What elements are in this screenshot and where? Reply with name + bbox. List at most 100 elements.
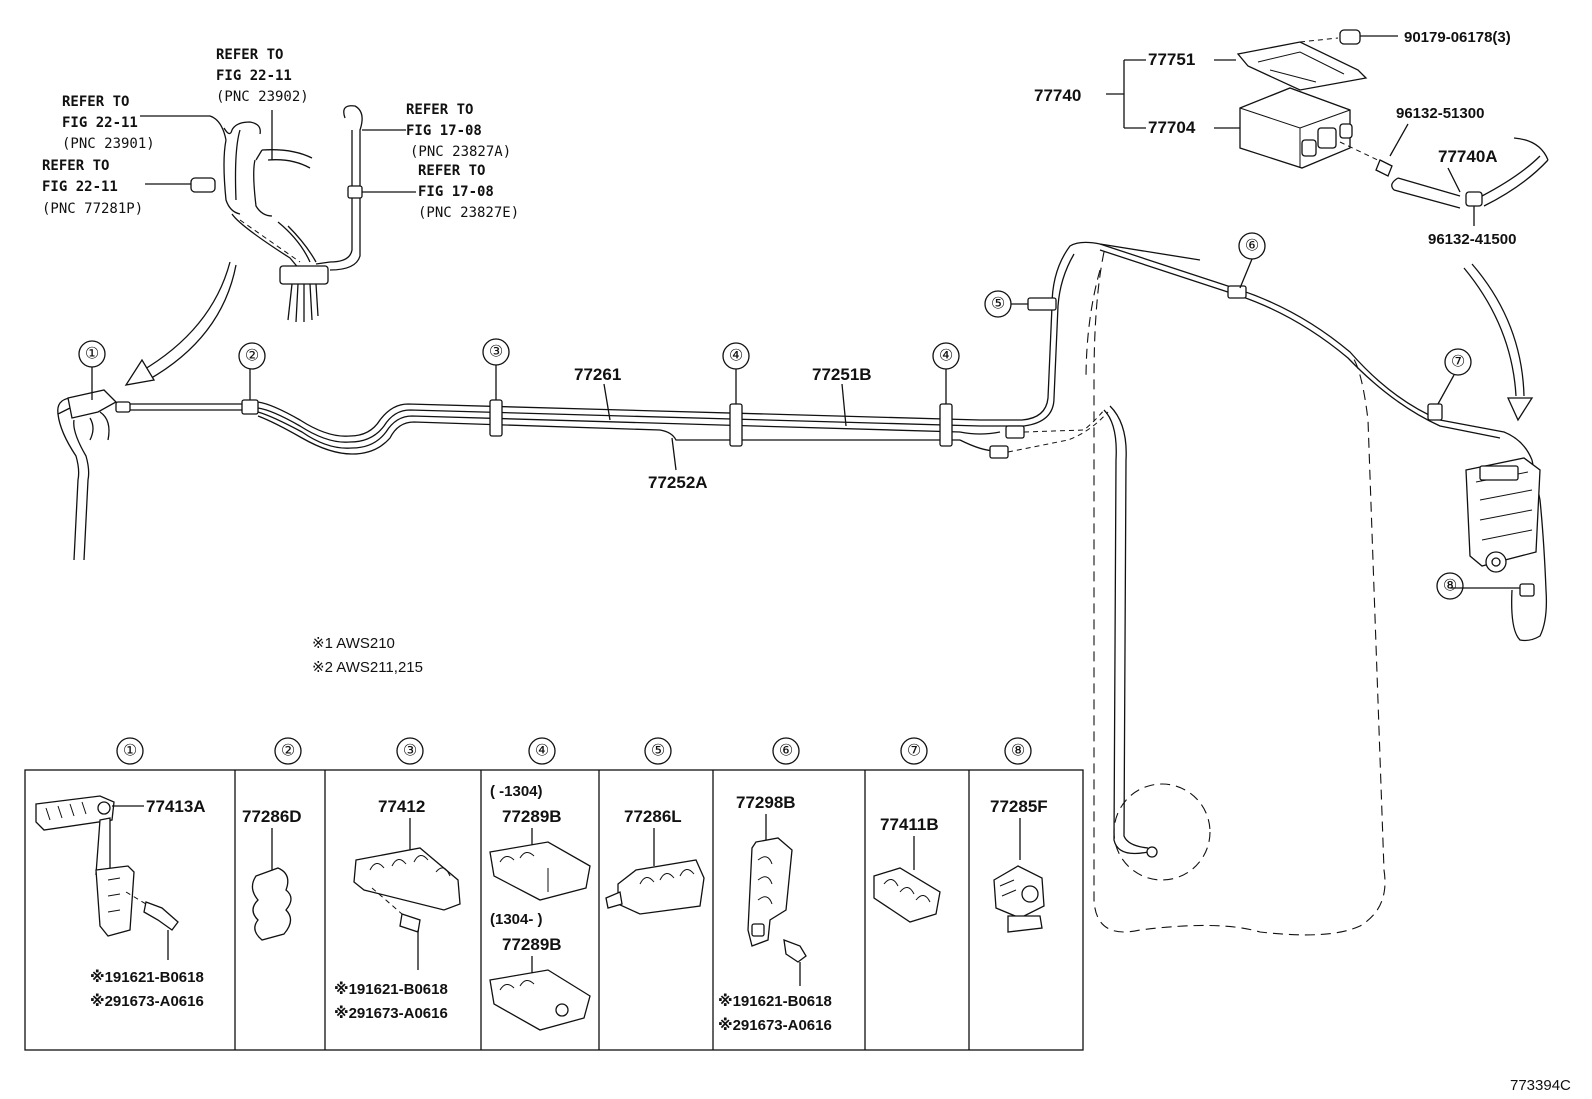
callout-3[interactable]: ③ — [482, 338, 510, 437]
clip-icon — [873, 867, 941, 923]
callout-text: ① — [85, 346, 99, 363]
clip-icon — [353, 847, 461, 911]
header-1: ① — [123, 743, 137, 760]
part-77286d: 77286D — [242, 807, 302, 826]
header-7: ⑦ — [907, 743, 921, 760]
note-bolt-1: ※191621-B0618 — [90, 968, 204, 986]
ref-line: (PNC 77281P) — [42, 201, 143, 217]
note-bolt-2: ※291673-A0616 — [718, 1016, 832, 1034]
part-77285f: 77285F — [990, 797, 1048, 816]
canister-group[interactable]: 77740 77751 77704 90179-06178(3) 96132-5… — [1034, 29, 1549, 248]
ref-line: REFER TO — [406, 102, 473, 118]
legend-cell-8[interactable]: 77285F — [990, 797, 1048, 933]
legend-cell-2[interactable]: 77286D — [242, 807, 302, 941]
callout-text: ④ — [729, 348, 743, 365]
part-77289b-a: 77289B — [502, 807, 562, 826]
header-2: ② — [281, 743, 295, 760]
header-5: ⑤ — [651, 743, 665, 760]
legend-cell-6[interactable]: 77298B ※191621-B0618 ※291673-A0616 — [718, 793, 832, 1034]
legend-cell-5[interactable]: 77286L — [605, 807, 705, 915]
callout-7[interactable]: ⑦ — [1437, 348, 1472, 405]
ref-line: (PNC 23827E) — [418, 205, 519, 221]
refer-to-23901[interactable]: REFER TO FIG 22-11 (PNC 23901) — [62, 94, 155, 152]
label-77704: 77704 — [1148, 118, 1196, 137]
bracket-icon — [747, 837, 793, 947]
figure-id: 773394C — [1510, 1077, 1571, 1094]
callout-4a[interactable]: ④ — [722, 342, 750, 447]
refer-to-23827a[interactable]: REFER TO FIG 17-08 (PNC 23827A) — [406, 102, 511, 160]
ref-line: REFER TO — [216, 47, 283, 63]
note-bolt-1: ※191621-B0618 — [718, 992, 832, 1010]
label-clip-b: 96132-41500 — [1428, 231, 1516, 248]
label-77740: 77740 — [1034, 86, 1081, 105]
ref-line: (PNC 23827A) — [410, 144, 511, 160]
ref-line: REFER TO — [62, 94, 129, 110]
ref-line: (PNC 23902) — [216, 89, 309, 105]
callout-text: ⑧ — [1443, 578, 1457, 595]
legend-cell-4[interactable]: ( -1304) 77289B (1304- ) 77289B — [489, 783, 591, 1031]
canister-plate-icon — [1236, 41, 1368, 91]
fuel-tank-outline — [1085, 251, 1386, 936]
ref-line: REFER TO — [42, 158, 109, 174]
arrow-right-curve — [1463, 263, 1534, 422]
callout-text: ② — [245, 348, 259, 365]
note-bolt-1: ※191621-B0618 — [334, 980, 448, 998]
note-aws210: ※1 AWS210 — [312, 635, 395, 652]
main-fuel-lines — [57, 241, 1533, 881]
clip-icon — [993, 865, 1045, 919]
clip-icon — [251, 867, 292, 941]
callout-4b[interactable]: ④ — [932, 342, 960, 447]
upper-hose-assembly — [140, 105, 416, 323]
callout-1[interactable]: ① — [78, 340, 106, 400]
header-6: ⑥ — [779, 743, 793, 760]
label-77252a: 77252A — [648, 473, 708, 492]
callout-text: ⑤ — [991, 296, 1005, 313]
callout-markers: ① ② ③ ④ ④ ⑤ — [78, 232, 1472, 600]
fuel-pump-assembly — [1450, 457, 1548, 642]
ref-line: FIG 22-11 — [62, 115, 138, 131]
bolt-icon — [399, 913, 421, 933]
callout-text: ④ — [939, 348, 953, 365]
legend-cell-7[interactable]: 77411B — [873, 815, 941, 923]
header-4: ④ — [535, 743, 549, 760]
part-77412: 77412 — [378, 797, 425, 816]
label-clip-a: 96132-51300 — [1396, 105, 1484, 122]
header-3: ③ — [403, 743, 417, 760]
note-bolt-2: ※291673-A0616 — [90, 992, 204, 1010]
part-77286l: 77286L — [624, 807, 682, 826]
callout-2[interactable]: ② — [238, 342, 266, 400]
part-77413a: 77413A — [146, 797, 206, 816]
label-nut: 90179-06178(3) — [1404, 29, 1511, 46]
clip-icon — [489, 969, 591, 1031]
callout-5[interactable]: ⑤ — [984, 290, 1028, 318]
label-77751: 77751 — [1148, 50, 1195, 69]
label-77740a: 77740A — [1438, 147, 1498, 166]
refer-to-77281p[interactable]: REFER TO FIG 22-11 (PNC 77281P) — [42, 158, 143, 217]
clip-icon — [617, 859, 705, 915]
part-77289b-b: 77289B — [502, 935, 562, 954]
ref-line: FIG 17-08 — [406, 123, 482, 139]
bolt-icon — [783, 939, 807, 963]
part-77298b: 77298B — [736, 793, 796, 812]
bolt-icon — [143, 901, 179, 931]
legend-cell-3[interactable]: 77412 ※191621-B0618 ※291673-A0616 — [334, 797, 461, 1022]
callout-text: ③ — [489, 344, 503, 361]
legend-cell-1[interactable]: 77413A ※191621-B0618 ※291673-A0616 — [35, 795, 206, 1010]
refer-to-23902[interactable]: REFER TO FIG 22-11 (PNC 23902) — [216, 47, 309, 105]
header-8: ⑧ — [1011, 743, 1025, 760]
refer-to-23827e[interactable]: REFER TO FIG 17-08 (PNC 23827E) — [418, 163, 519, 221]
note-aws211: ※2 AWS211,215 — [312, 659, 423, 676]
callout-6[interactable]: ⑥ — [1238, 232, 1266, 289]
ref-line: FIG 22-11 — [216, 68, 292, 84]
nut-icon — [1339, 29, 1361, 45]
range-after: (1304- ) — [490, 911, 543, 928]
range-before: ( -1304) — [490, 783, 543, 800]
callout-text: ⑥ — [1245, 238, 1259, 255]
clamp-bracket-icon — [35, 795, 115, 831]
legend-headers: ① ② ③ ④ ⑤ ⑥ ⑦ ⑧ — [116, 737, 1032, 765]
ref-line: FIG 17-08 — [418, 184, 494, 200]
callout-8[interactable]: ⑧ — [1436, 572, 1464, 600]
ref-line: FIG 22-11 — [42, 179, 118, 195]
ref-line: REFER TO — [418, 163, 485, 179]
